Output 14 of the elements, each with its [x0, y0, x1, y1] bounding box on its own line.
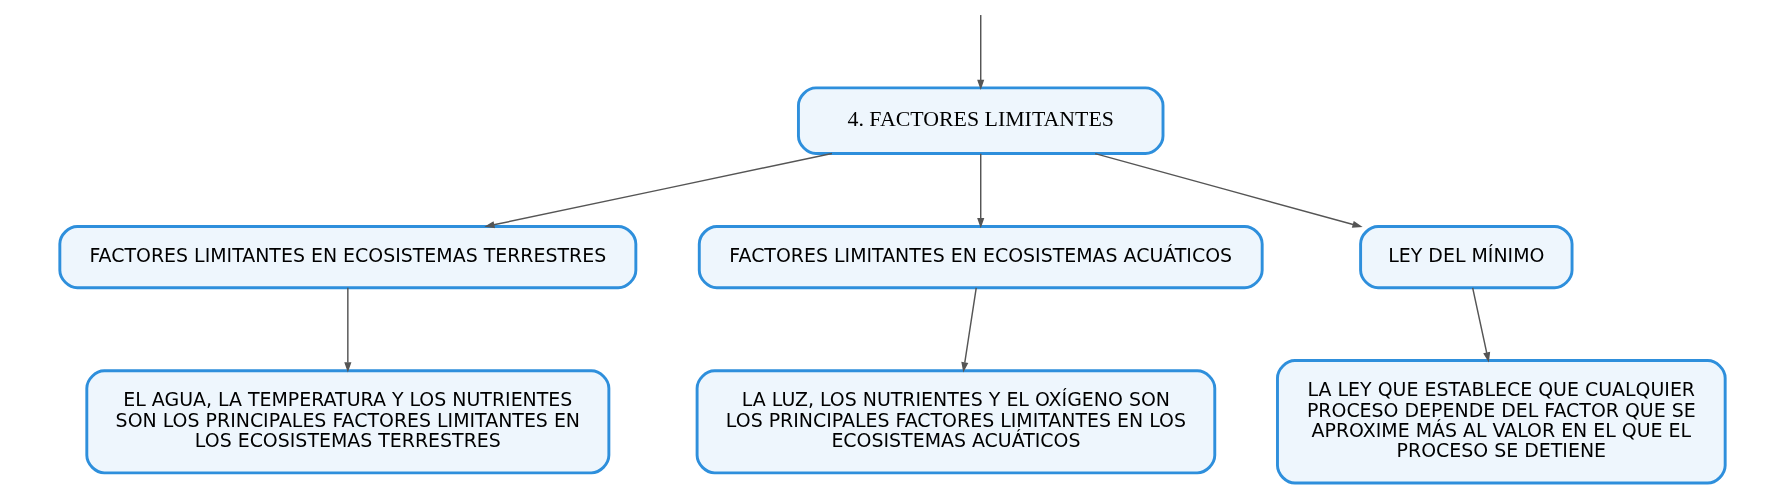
arrow — [977, 153, 985, 229]
node-box: LA LEY QUE ESTABLECE QUE CUALQUIER PROCESO DEPENDE DEL FACTOR QUE SE APROXIME MÁS AL VALOR EN EL QUE EL PROCESO SE DETIENE — [1276, 359, 1727, 485]
node-box: FACTORES LIMITANTES EN ECOSISTEMAS TERRESTRES — [58, 224, 638, 290]
arrow — [977, 14, 985, 90]
arrow — [1471, 287, 1491, 363]
node-box: EL AGUA, LA TEMPERATURA Y LOS NUTRIENTES SON LOS PRINCIPALES FACTORES LIMITANTES EN LOS ECOSISTEMAS TERRESTRES — [85, 369, 611, 475]
arrow — [344, 287, 352, 373]
node-box: LEY DEL MÍNIMO — [1359, 224, 1574, 290]
arrow — [1094, 152, 1363, 228]
node-box: FACTORES LIMITANTES EN ECOSISTEMAS ACUÁTICOS — [697, 224, 1264, 290]
arrow — [961, 287, 977, 373]
node-box: 4. FACTORES LIMITANTES — [797, 86, 1165, 155]
node-box: LA LUZ, LOS NUTRIENTES Y EL OXÍGENO SON LOS PRINCIPALES FACTORES LIMITANTES EN LOS ECOSISTEMAS ACUÁTICOS — [695, 369, 1217, 475]
arrow — [484, 152, 833, 229]
